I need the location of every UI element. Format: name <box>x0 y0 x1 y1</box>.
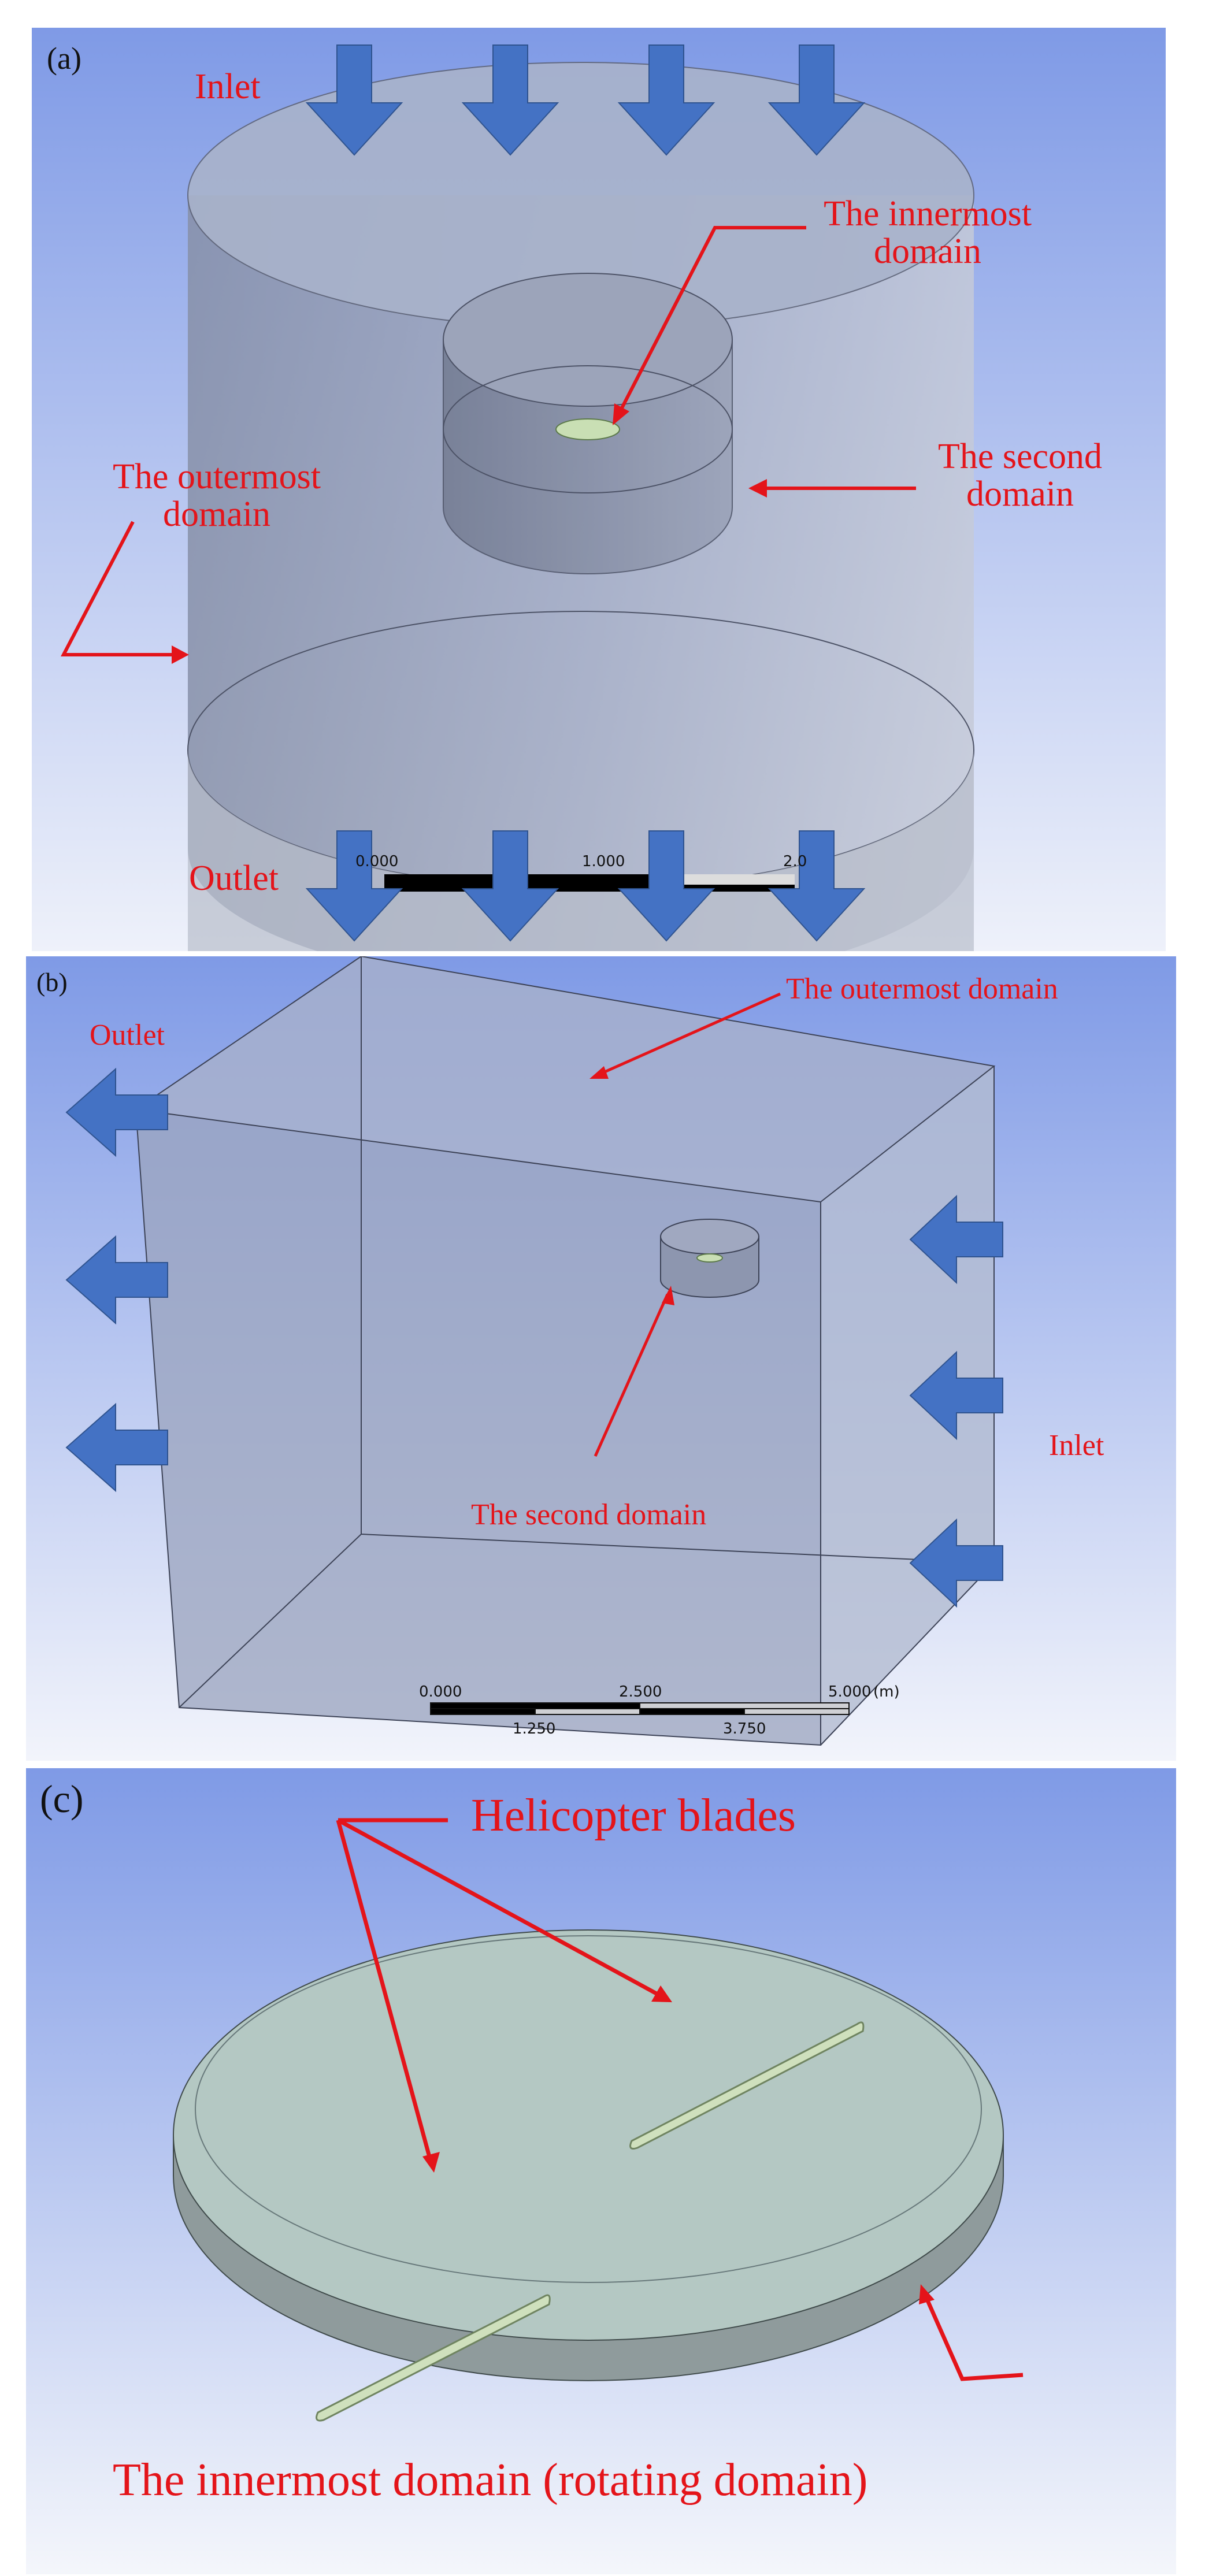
scale-bar-a <box>384 874 795 892</box>
innermost-label-a-line2: domain <box>874 232 981 272</box>
scale-tick-a-0: 0.000 <box>355 853 399 870</box>
innermost-label-a: The innermost domain <box>800 195 1055 270</box>
scale-bar-b <box>430 1702 850 1715</box>
scale-b-top-1: 2.500 <box>619 1683 662 1701</box>
helicopter-blades <box>316 2021 865 2422</box>
second-label-a-line2: domain <box>966 474 1074 514</box>
scale-b-top-2: 5.000 <box>828 1683 872 1701</box>
second-label-a-line1: The second <box>937 437 1103 476</box>
inlet-label-b: Inlet <box>1049 1429 1104 1462</box>
annotation-arrows-b <box>594 992 781 1457</box>
panel-b-tag: (b) <box>36 967 68 997</box>
innermost-label-c: The innermost domain (rotating domain) <box>113 2455 868 2506</box>
scale-tick-a-1: 1.000 <box>582 853 625 870</box>
outermost-label-a-line2: domain <box>163 495 270 534</box>
outlet-label-a: Outlet <box>189 859 279 898</box>
annotation-arrowheads-b <box>589 1066 674 1305</box>
blades-label-c: Helicopter blades <box>471 1790 796 1841</box>
outermost-box <box>135 956 996 1746</box>
outermost-label-a-line1: The outermost <box>113 457 321 496</box>
innermost-disc-c <box>173 1929 1004 2381</box>
outlet-arrows-b <box>65 1067 168 1493</box>
second-domain-cylinder <box>443 273 733 574</box>
panel-a-drawing <box>32 28 1166 951</box>
panel-c-drawing <box>26 1768 1176 2574</box>
second-domain-cylinder-b <box>660 1219 759 1298</box>
annotation-arrows-a <box>61 226 916 656</box>
panel-c-tag: (c) <box>40 1777 84 1821</box>
outlet-arrows-a <box>305 830 866 942</box>
innermost-label-a-line1: The innermost <box>824 194 1032 233</box>
outermost-label-a: The outermost domain <box>90 458 344 533</box>
scale-b-top-0: 0.000 <box>419 1683 462 1701</box>
inlet-label-a: Inlet <box>195 67 261 106</box>
second-label-a: The second domain <box>910 437 1130 514</box>
annotation-arrows-c <box>336 1818 1024 2381</box>
panel-a-tag: (a) <box>47 41 81 76</box>
panel-b: (b) The outermost domain Outlet Inlet Th… <box>26 956 1176 1761</box>
annotation-arrowheads-a <box>172 403 767 664</box>
outlet-label-b: Outlet <box>90 1019 165 1052</box>
second-label-b: The second domain <box>471 1498 707 1531</box>
scale-b-bottom-1: 3.750 <box>723 1720 766 1738</box>
outermost-label-b: The outermost domain <box>786 973 1058 1005</box>
inlet-arrows-a <box>305 44 866 156</box>
scale-b-unit: (m) <box>873 1683 900 1701</box>
annotation-arrowheads-c <box>422 1985 935 2304</box>
panel-b-drawing <box>26 956 1176 1761</box>
scale-tick-a-2: 2.0 <box>783 853 807 870</box>
panel-c: (c) Helicopter blades The innermost doma… <box>26 1768 1176 2574</box>
scale-b-bottom-0: 1.250 <box>513 1720 556 1738</box>
inlet-arrows-b <box>909 1194 1003 1608</box>
panel-a: (a) Inlet The innermost domain The secon… <box>32 28 1166 951</box>
innermost-disc <box>555 418 620 440</box>
